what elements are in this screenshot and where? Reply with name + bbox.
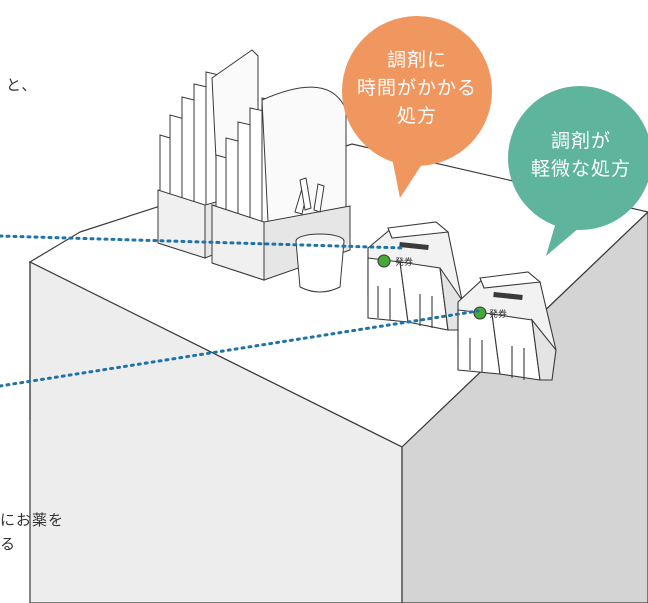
light-indicator (377, 254, 391, 268)
caption-bottom-line-2: る (0, 535, 17, 553)
file-holders (157, 49, 351, 281)
ticket-machine-1 (367, 221, 463, 331)
bubble-slow-text: 調剤に 時間がかかる 処方 (347, 46, 487, 130)
bubble-slow-line-2: 時間がかかる (356, 77, 477, 99)
light-indicator (473, 306, 487, 320)
connector-lines (0, 234, 480, 388)
bubble-light-line-1: 調剤が (550, 130, 611, 152)
bubble-light-text: 調剤が 軽微な処方 (516, 127, 646, 183)
machine-label: 発券 (395, 256, 413, 268)
table-right-face (401, 211, 648, 603)
ticket-machine-2 (457, 271, 557, 381)
machine-label: 発券 (489, 308, 507, 320)
bubble-light-line-2: 軽微な処方 (530, 158, 631, 180)
speech-bubble-light (508, 86, 648, 256)
speech-bubble-slow (342, 16, 492, 198)
table-front-face (29, 261, 403, 603)
caption-top: と、 (6, 76, 38, 94)
bubble-slow-line-1: 調剤に (386, 49, 447, 71)
connector-line-upper (0, 234, 407, 250)
bubble-slow-line-3: 処方 (396, 105, 437, 127)
caption-bottom-line-1: にお薬を (0, 511, 65, 529)
